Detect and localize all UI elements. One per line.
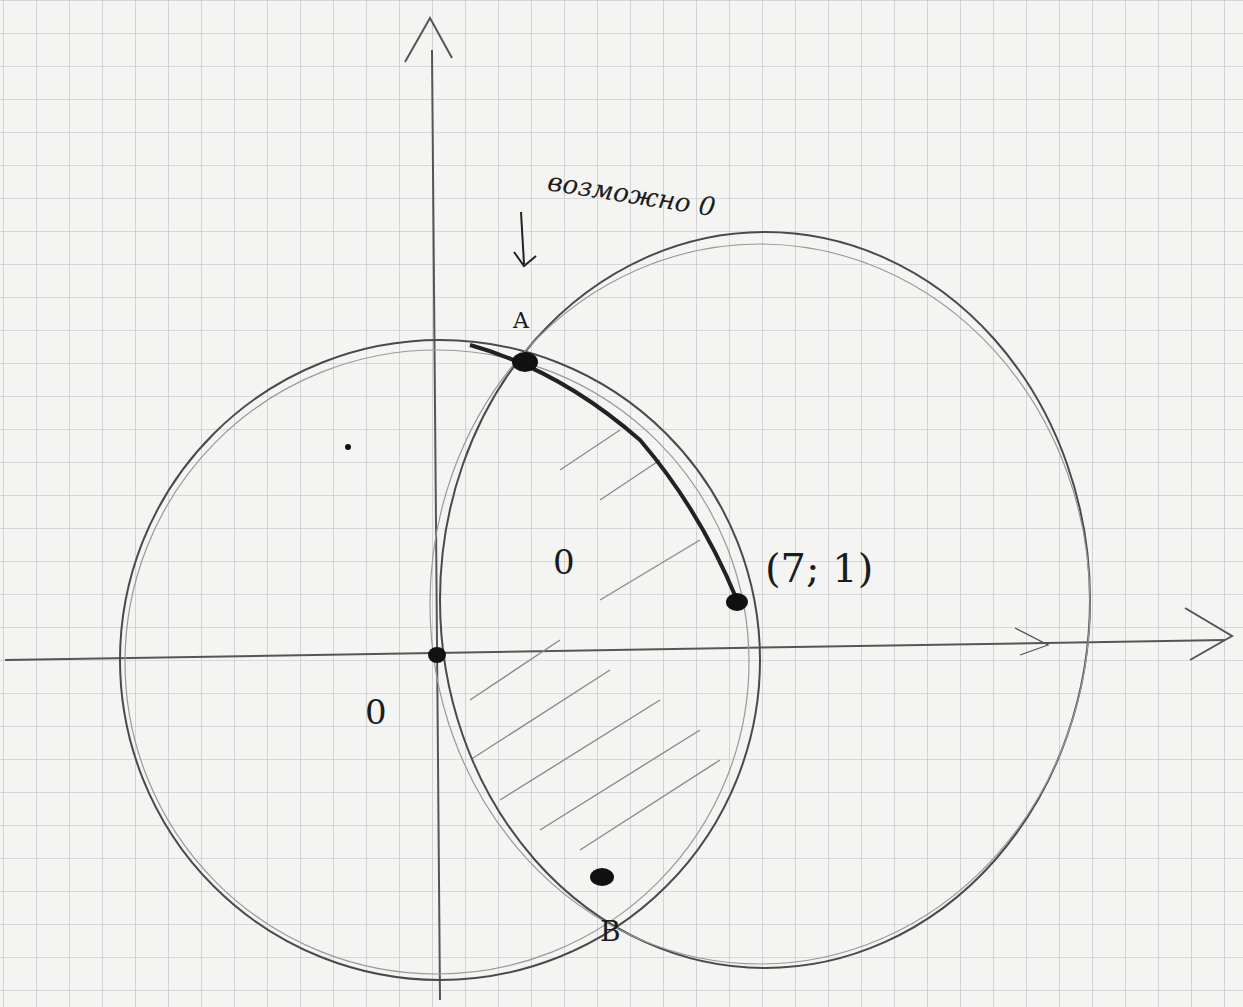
left-circle (120, 340, 760, 980)
circles (120, 232, 1090, 980)
handwritten-label: B (600, 918, 621, 946)
pointer-arrow (514, 212, 536, 266)
points (345, 352, 748, 886)
right-circle (440, 232, 1090, 968)
handwritten-label: A (513, 310, 529, 332)
axes (5, 18, 1232, 1000)
handwritten-label: (7; 1) (765, 548, 873, 588)
handwritten-label: 0 (553, 545, 575, 579)
handwritten-label: 0 (365, 695, 387, 729)
